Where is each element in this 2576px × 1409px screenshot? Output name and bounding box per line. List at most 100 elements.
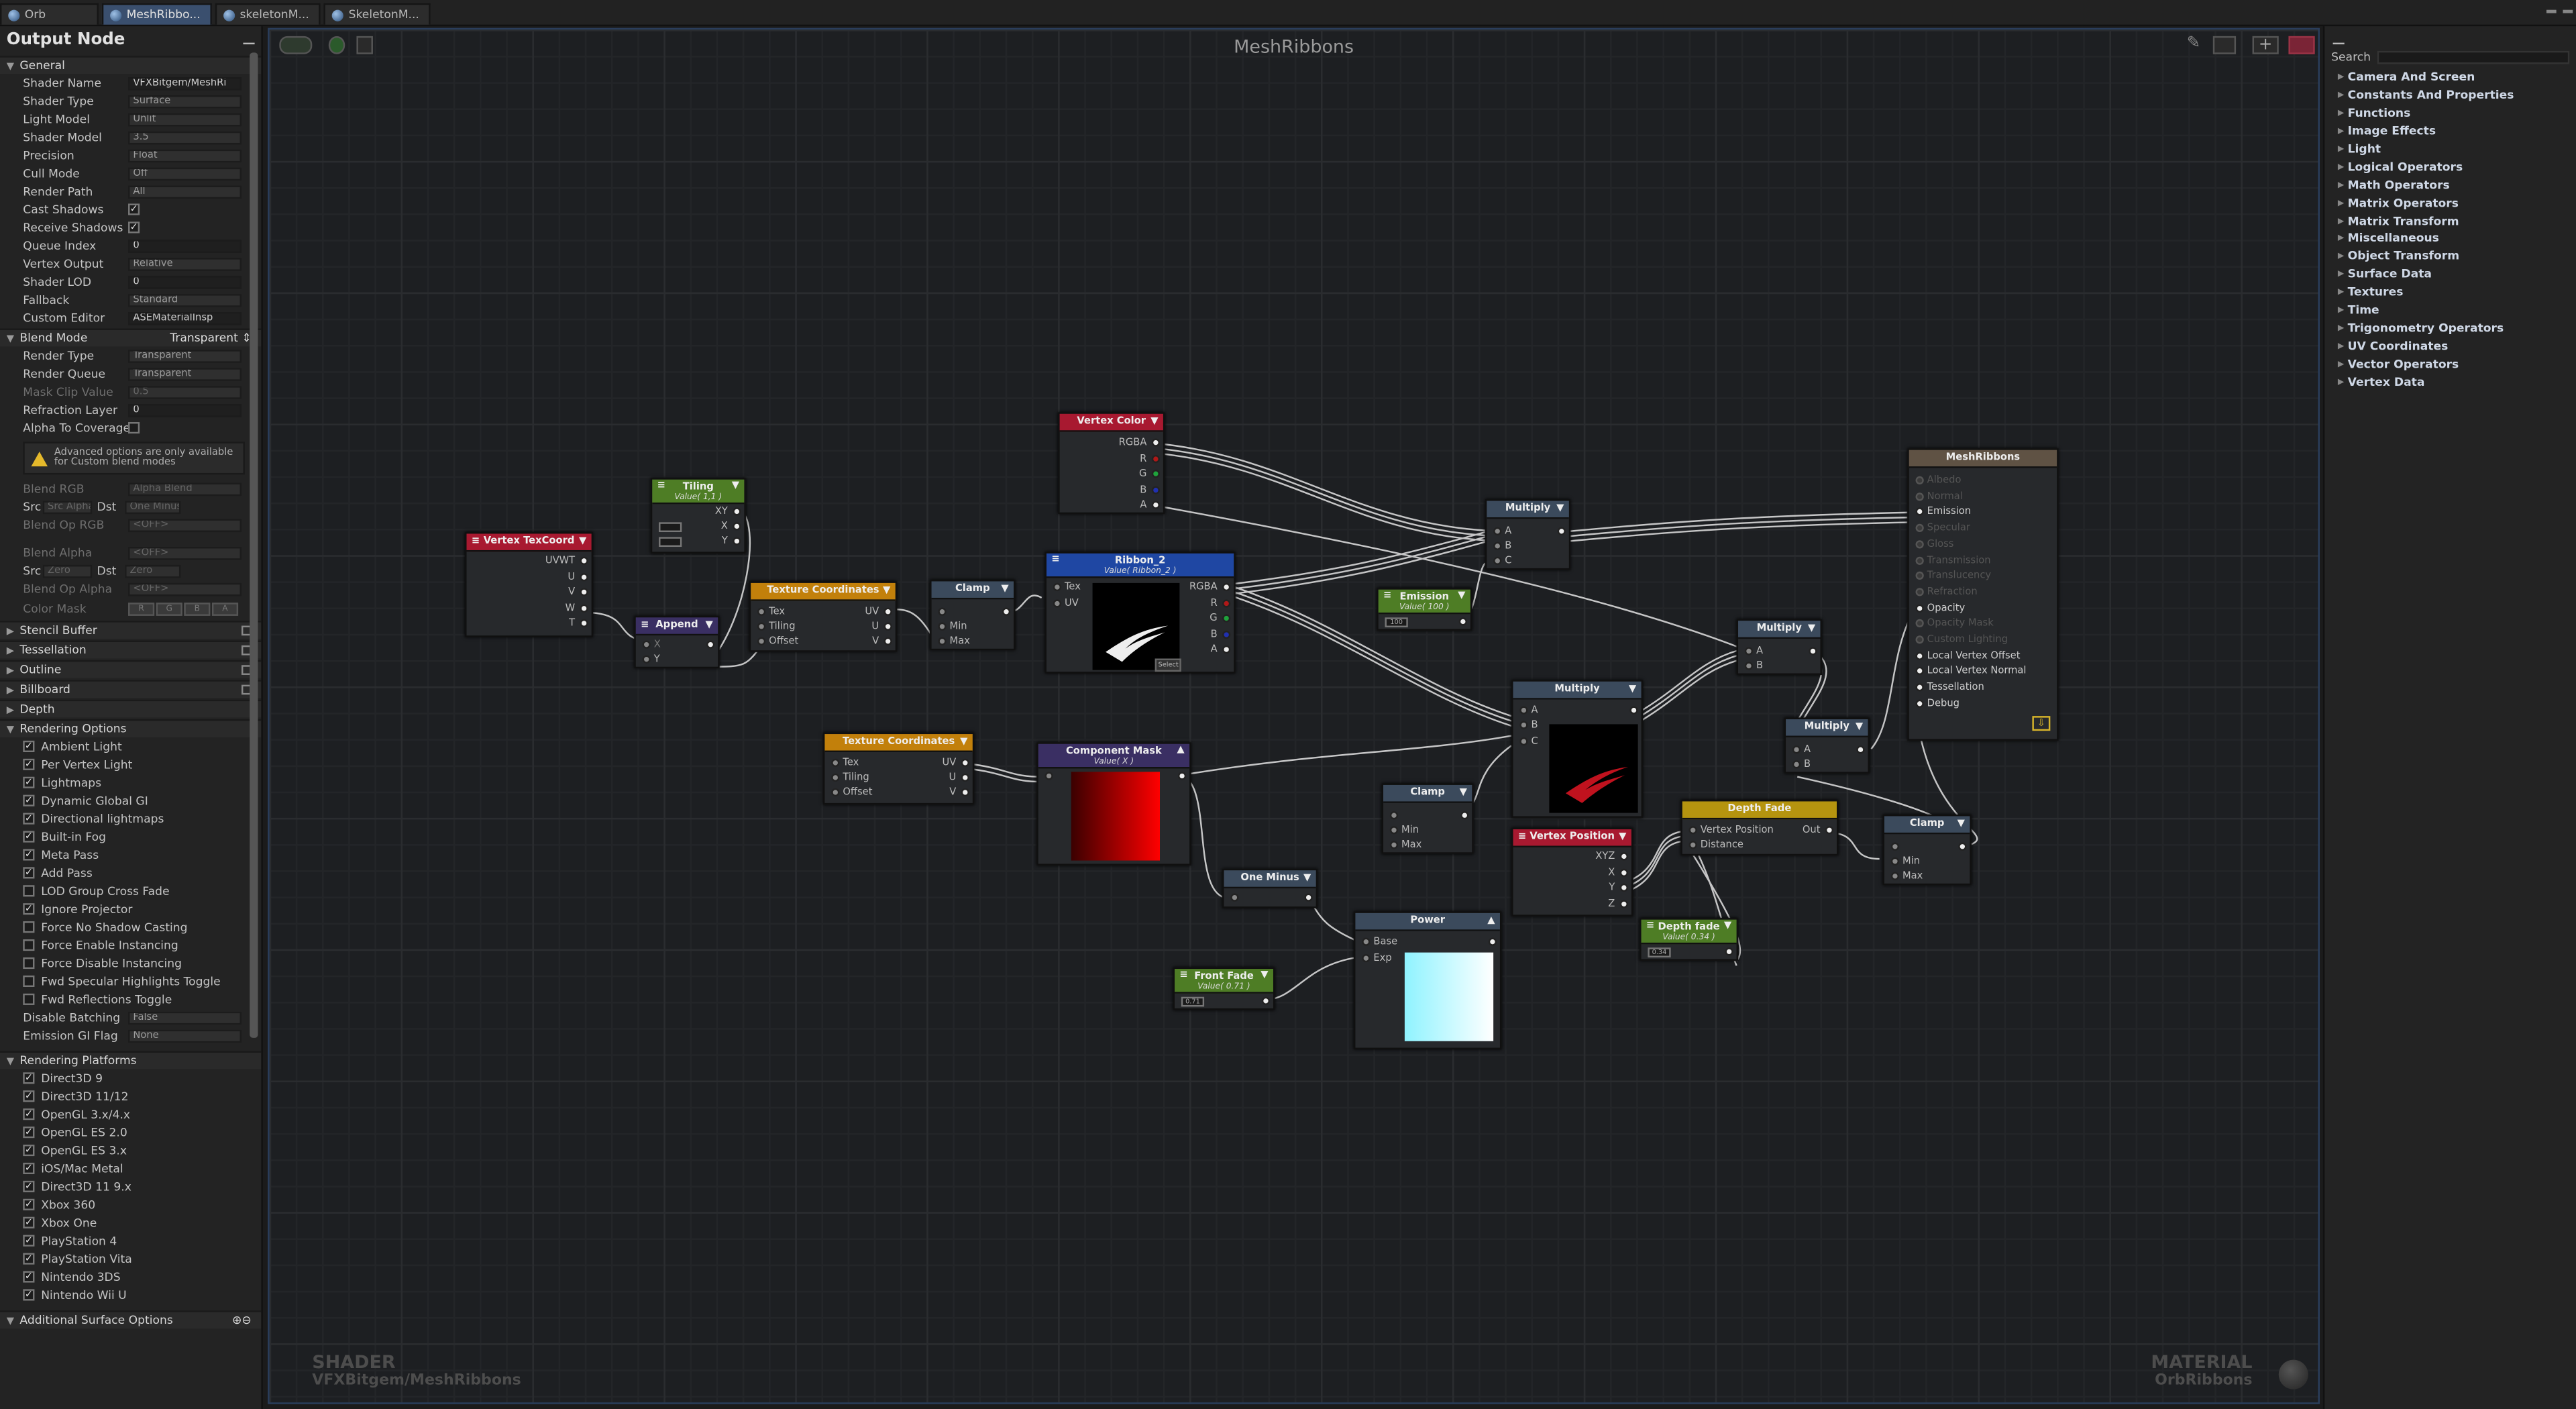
rendering-option[interactable]: ✓Ignore Projector <box>0 900 261 918</box>
node-menu-icon[interactable]: ≡ <box>1051 553 1060 565</box>
output-pin[interactable] <box>580 604 588 613</box>
node-menu-icon[interactable]: ≡ <box>1383 589 1392 601</box>
node-multiply[interactable]: Multiply▼ A B <box>1736 619 1822 675</box>
output-pin[interactable] <box>580 619 588 627</box>
color-mask-toggle[interactable]: B <box>184 602 211 615</box>
input-pin[interactable] <box>1389 841 1399 849</box>
output-pin[interactable] <box>1725 947 1733 956</box>
option-checkbox[interactable] <box>23 939 35 951</box>
property-value[interactable]: Surface <box>128 94 242 108</box>
property-value[interactable]: Off <box>128 166 242 180</box>
property-value[interactable]: Zero <box>125 564 181 578</box>
node-menu-icon[interactable]: ≡ <box>657 479 665 491</box>
output-pin[interactable] <box>1958 842 1967 851</box>
input-pin[interactable] <box>1915 572 1924 580</box>
chevron-down-icon[interactable]: ▼ <box>1807 622 1816 634</box>
focus-icon[interactable]: + <box>2252 36 2279 54</box>
input-pin[interactable] <box>1493 556 1502 565</box>
category-image-effects[interactable]: ▶Image Effects <box>2324 123 2576 141</box>
property-value[interactable]: VFXBitgem/MeshRi <box>128 76 242 90</box>
property-value[interactable]: Transparent <box>128 349 242 362</box>
chevron-down-icon[interactable]: ▼ <box>705 619 713 631</box>
option-checkbox[interactable]: ✓ <box>23 903 35 915</box>
property-value[interactable]: Zero <box>42 564 93 578</box>
platform-option[interactable]: ✓Nintendo 3DS <box>0 1268 261 1286</box>
section-tessellation[interactable]: ▶Tessellation <box>0 640 262 659</box>
input-pin[interactable] <box>1493 527 1502 535</box>
input-pin[interactable] <box>831 788 840 797</box>
material-preview-sphere[interactable] <box>2278 1359 2308 1390</box>
chevron-up-icon[interactable]: ▲ <box>1177 743 1185 755</box>
chevron-down-icon[interactable]: ▼ <box>1619 831 1627 843</box>
tab-meshribbons[interactable]: MeshRibbo... <box>101 3 212 25</box>
output-pin[interactable] <box>1619 868 1628 878</box>
output-pin[interactable] <box>733 537 741 545</box>
search-input[interactable] <box>2377 50 2570 64</box>
section-rendering-platforms[interactable]: ▼Rendering Platforms <box>0 1051 262 1069</box>
front-fade-value-field[interactable]: 0.71 <box>1181 996 1205 1007</box>
input-pin[interactable] <box>1688 841 1697 849</box>
output-pin[interactable] <box>1222 582 1231 592</box>
category-uv-coordinates[interactable]: ▶UV Coordinates <box>2324 337 2576 356</box>
output-pin[interactable] <box>1222 599 1231 608</box>
output-pin[interactable] <box>1557 527 1566 535</box>
output-pin[interactable] <box>1619 883 1628 892</box>
output-pin[interactable] <box>733 522 741 531</box>
output-pin[interactable] <box>961 773 969 782</box>
value-field[interactable] <box>659 537 682 547</box>
category-time[interactable]: ▶Time <box>2324 301 2576 319</box>
menu-dash-icon[interactable] <box>2563 9 2573 13</box>
input-pin[interactable] <box>1519 737 1528 746</box>
output-pin[interactable] <box>883 637 892 645</box>
category-object-transform[interactable]: ▶Object Transform <box>2324 248 2576 266</box>
output-pin[interactable] <box>706 640 715 649</box>
category-light[interactable]: ▶Light <box>2324 140 2576 158</box>
add-remove-icon[interactable]: ⊕⊖ <box>231 1314 252 1327</box>
panel-scrollbar[interactable] <box>250 52 258 1038</box>
input-pin[interactable] <box>1915 619 1924 628</box>
chevron-down-icon[interactable]: ▼ <box>578 535 587 547</box>
chevron-down-icon[interactable]: ▼ <box>1957 817 1966 830</box>
rendering-option[interactable]: ✓Add Pass <box>0 864 261 882</box>
input-pin[interactable] <box>1890 857 1900 866</box>
node-menu-icon[interactable]: ≡ <box>1646 919 1655 931</box>
category-vertex-data[interactable]: ▶Vertex Data <box>2324 373 2576 391</box>
input-pin[interactable] <box>1915 603 1924 612</box>
input-pin[interactable] <box>938 622 947 631</box>
category-math-operators[interactable]: ▶Math Operators <box>2324 176 2576 195</box>
output-pin[interactable] <box>580 573 588 582</box>
node-texture-coordinates[interactable]: Texture Coordinates▼ Tex Tiling Offset U… <box>822 732 975 805</box>
output-pin[interactable] <box>1619 852 1628 861</box>
input-pin[interactable] <box>831 773 840 782</box>
output-pin[interactable] <box>580 556 588 565</box>
chevron-up-icon[interactable]: ▲ <box>1487 915 1495 927</box>
property-value[interactable]: Unlit <box>128 112 242 126</box>
input-pin[interactable] <box>1915 699 1924 708</box>
rendering-option[interactable]: ✓Ambient Light <box>0 737 261 755</box>
output-pin[interactable] <box>733 507 741 516</box>
output-pin[interactable] <box>1488 937 1497 946</box>
chevron-down-icon[interactable]: ▼ <box>1260 969 1269 981</box>
platform-option[interactable]: ✓Nintendo Wii U <box>0 1286 261 1304</box>
property-value[interactable]: <OFF> <box>128 582 242 596</box>
property-value[interactable]: <OFF> <box>128 545 242 560</box>
section-stencil-buffer[interactable]: ▶Stencil Buffer <box>0 621 262 639</box>
platform-checkbox[interactable]: ✓ <box>23 1108 35 1120</box>
input-pin[interactable] <box>757 622 766 631</box>
blend-mode-dropdown[interactable]: Transparent ⇕ <box>170 331 252 345</box>
output-pin[interactable] <box>1151 501 1160 509</box>
menu-dash-icon[interactable] <box>2332 42 2345 45</box>
platform-option[interactable]: ✓PlayStation Vita <box>0 1250 261 1268</box>
category-textures[interactable]: ▶Textures <box>2324 284 2576 302</box>
node-multiply[interactable]: Multiply▼ A B <box>1784 717 1870 774</box>
category-matrix-operators[interactable]: ▶Matrix Operators <box>2324 194 2576 212</box>
property-value[interactable]: Alpha Blend <box>128 482 242 495</box>
input-pin[interactable] <box>1792 745 1801 754</box>
export-icon[interactable]: ⇩ <box>2032 716 2051 731</box>
option-checkbox[interactable]: ✓ <box>23 740 35 753</box>
category-miscellaneous[interactable]: ▶Miscellaneous <box>2324 230 2576 248</box>
option-checkbox[interactable]: ✓ <box>23 813 35 825</box>
